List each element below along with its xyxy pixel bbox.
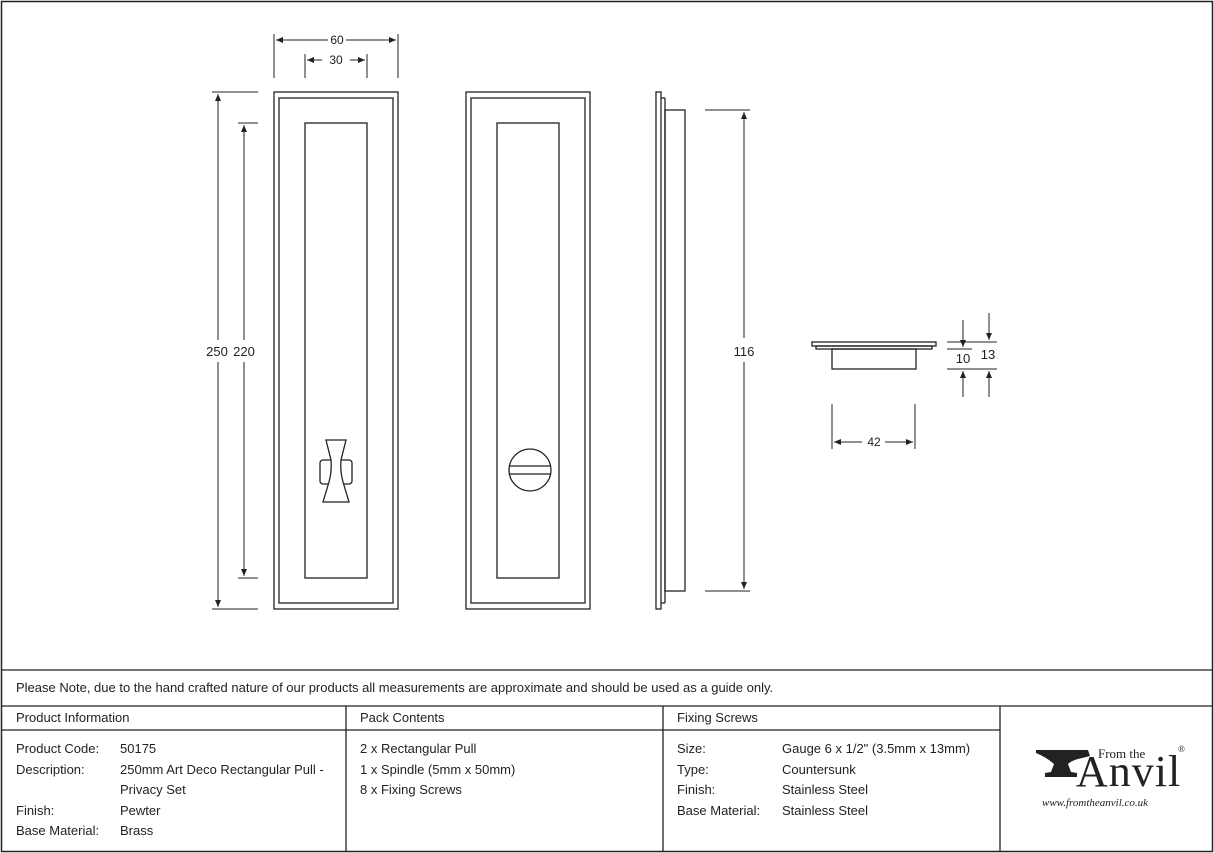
logo-anvil: Anvil xyxy=(1076,747,1182,796)
dimension-label-spindle-width: 42 xyxy=(867,435,881,449)
finish-value: Pewter xyxy=(120,803,161,818)
front-view-turn xyxy=(273,91,399,610)
base-material-value: Brass xyxy=(120,823,154,838)
emergency-release-icon xyxy=(508,448,552,492)
dimension-top xyxy=(831,313,997,449)
dimension-width xyxy=(273,34,399,78)
privacy-turn-icon xyxy=(319,439,353,503)
logo-text: From the ® Anvil www.fromtheanvil.co.uk xyxy=(1040,744,1200,816)
screw-size-label: Size: xyxy=(677,741,706,756)
dimension-label-side-height: 116 xyxy=(734,344,755,359)
screw-type-value: Countersunk xyxy=(782,762,856,777)
screw-type-label: Type: xyxy=(677,762,709,777)
side-view xyxy=(655,91,686,610)
pack-contents-heading: Pack Contents xyxy=(360,710,445,725)
pack-item: 2 x Rectangular Pull xyxy=(360,741,477,756)
description-value-line1: 250mm Art Deco Rectangular Pull - xyxy=(120,762,324,777)
logo-from-the: From the xyxy=(1098,746,1146,761)
screw-base-material-value: Stainless Steel xyxy=(782,803,868,818)
anvil-icon xyxy=(1036,750,1090,777)
info-table-grid xyxy=(1,669,1213,852)
fixing-screws-heading: Fixing Screws xyxy=(677,710,758,725)
dimension-height xyxy=(212,91,258,610)
product-info-heading: Product Information xyxy=(16,710,130,725)
product-code-label: Product Code: xyxy=(16,741,100,756)
screw-size-value: Gauge 6 x 1/2" (3.5mm x 13mm) xyxy=(782,741,971,756)
product-code-value: 50175 xyxy=(120,741,157,756)
pack-item: 1 x Spindle (5mm x 50mm) xyxy=(360,762,516,777)
front-view-release xyxy=(465,91,591,610)
finish-label: Finish: xyxy=(16,803,55,818)
top-view xyxy=(811,341,937,370)
screw-base-material-label: Base Material: xyxy=(677,803,761,818)
dimension-label-height-inner: 220 xyxy=(233,344,255,359)
dimension-label-depth-a: 10 xyxy=(956,351,970,366)
screw-finish-value: Stainless Steel xyxy=(782,782,868,797)
base-material-label: Base Material: xyxy=(16,823,100,838)
logo-registered: ® xyxy=(1178,744,1185,754)
dimension-label-height-outer: 250 xyxy=(206,344,228,359)
pack-item: 8 x Fixing Screws xyxy=(360,782,462,797)
dimension-label-width-outer: 60 xyxy=(330,33,344,47)
dimension-label-width-inner: 30 xyxy=(329,53,343,67)
from-the-anvil-logo xyxy=(1036,750,1090,777)
logo-url: www.fromtheanvil.co.uk xyxy=(1042,797,1149,809)
description-label: Description: xyxy=(16,762,85,777)
screw-finish-label: Finish: xyxy=(677,782,716,797)
dimension-label-depth-b: 13 xyxy=(981,347,995,362)
dimension-side-height xyxy=(705,109,750,592)
description-value-line2: Privacy Set xyxy=(120,782,186,797)
measurement-note: Please Note, due to the hand crafted nat… xyxy=(16,680,774,695)
